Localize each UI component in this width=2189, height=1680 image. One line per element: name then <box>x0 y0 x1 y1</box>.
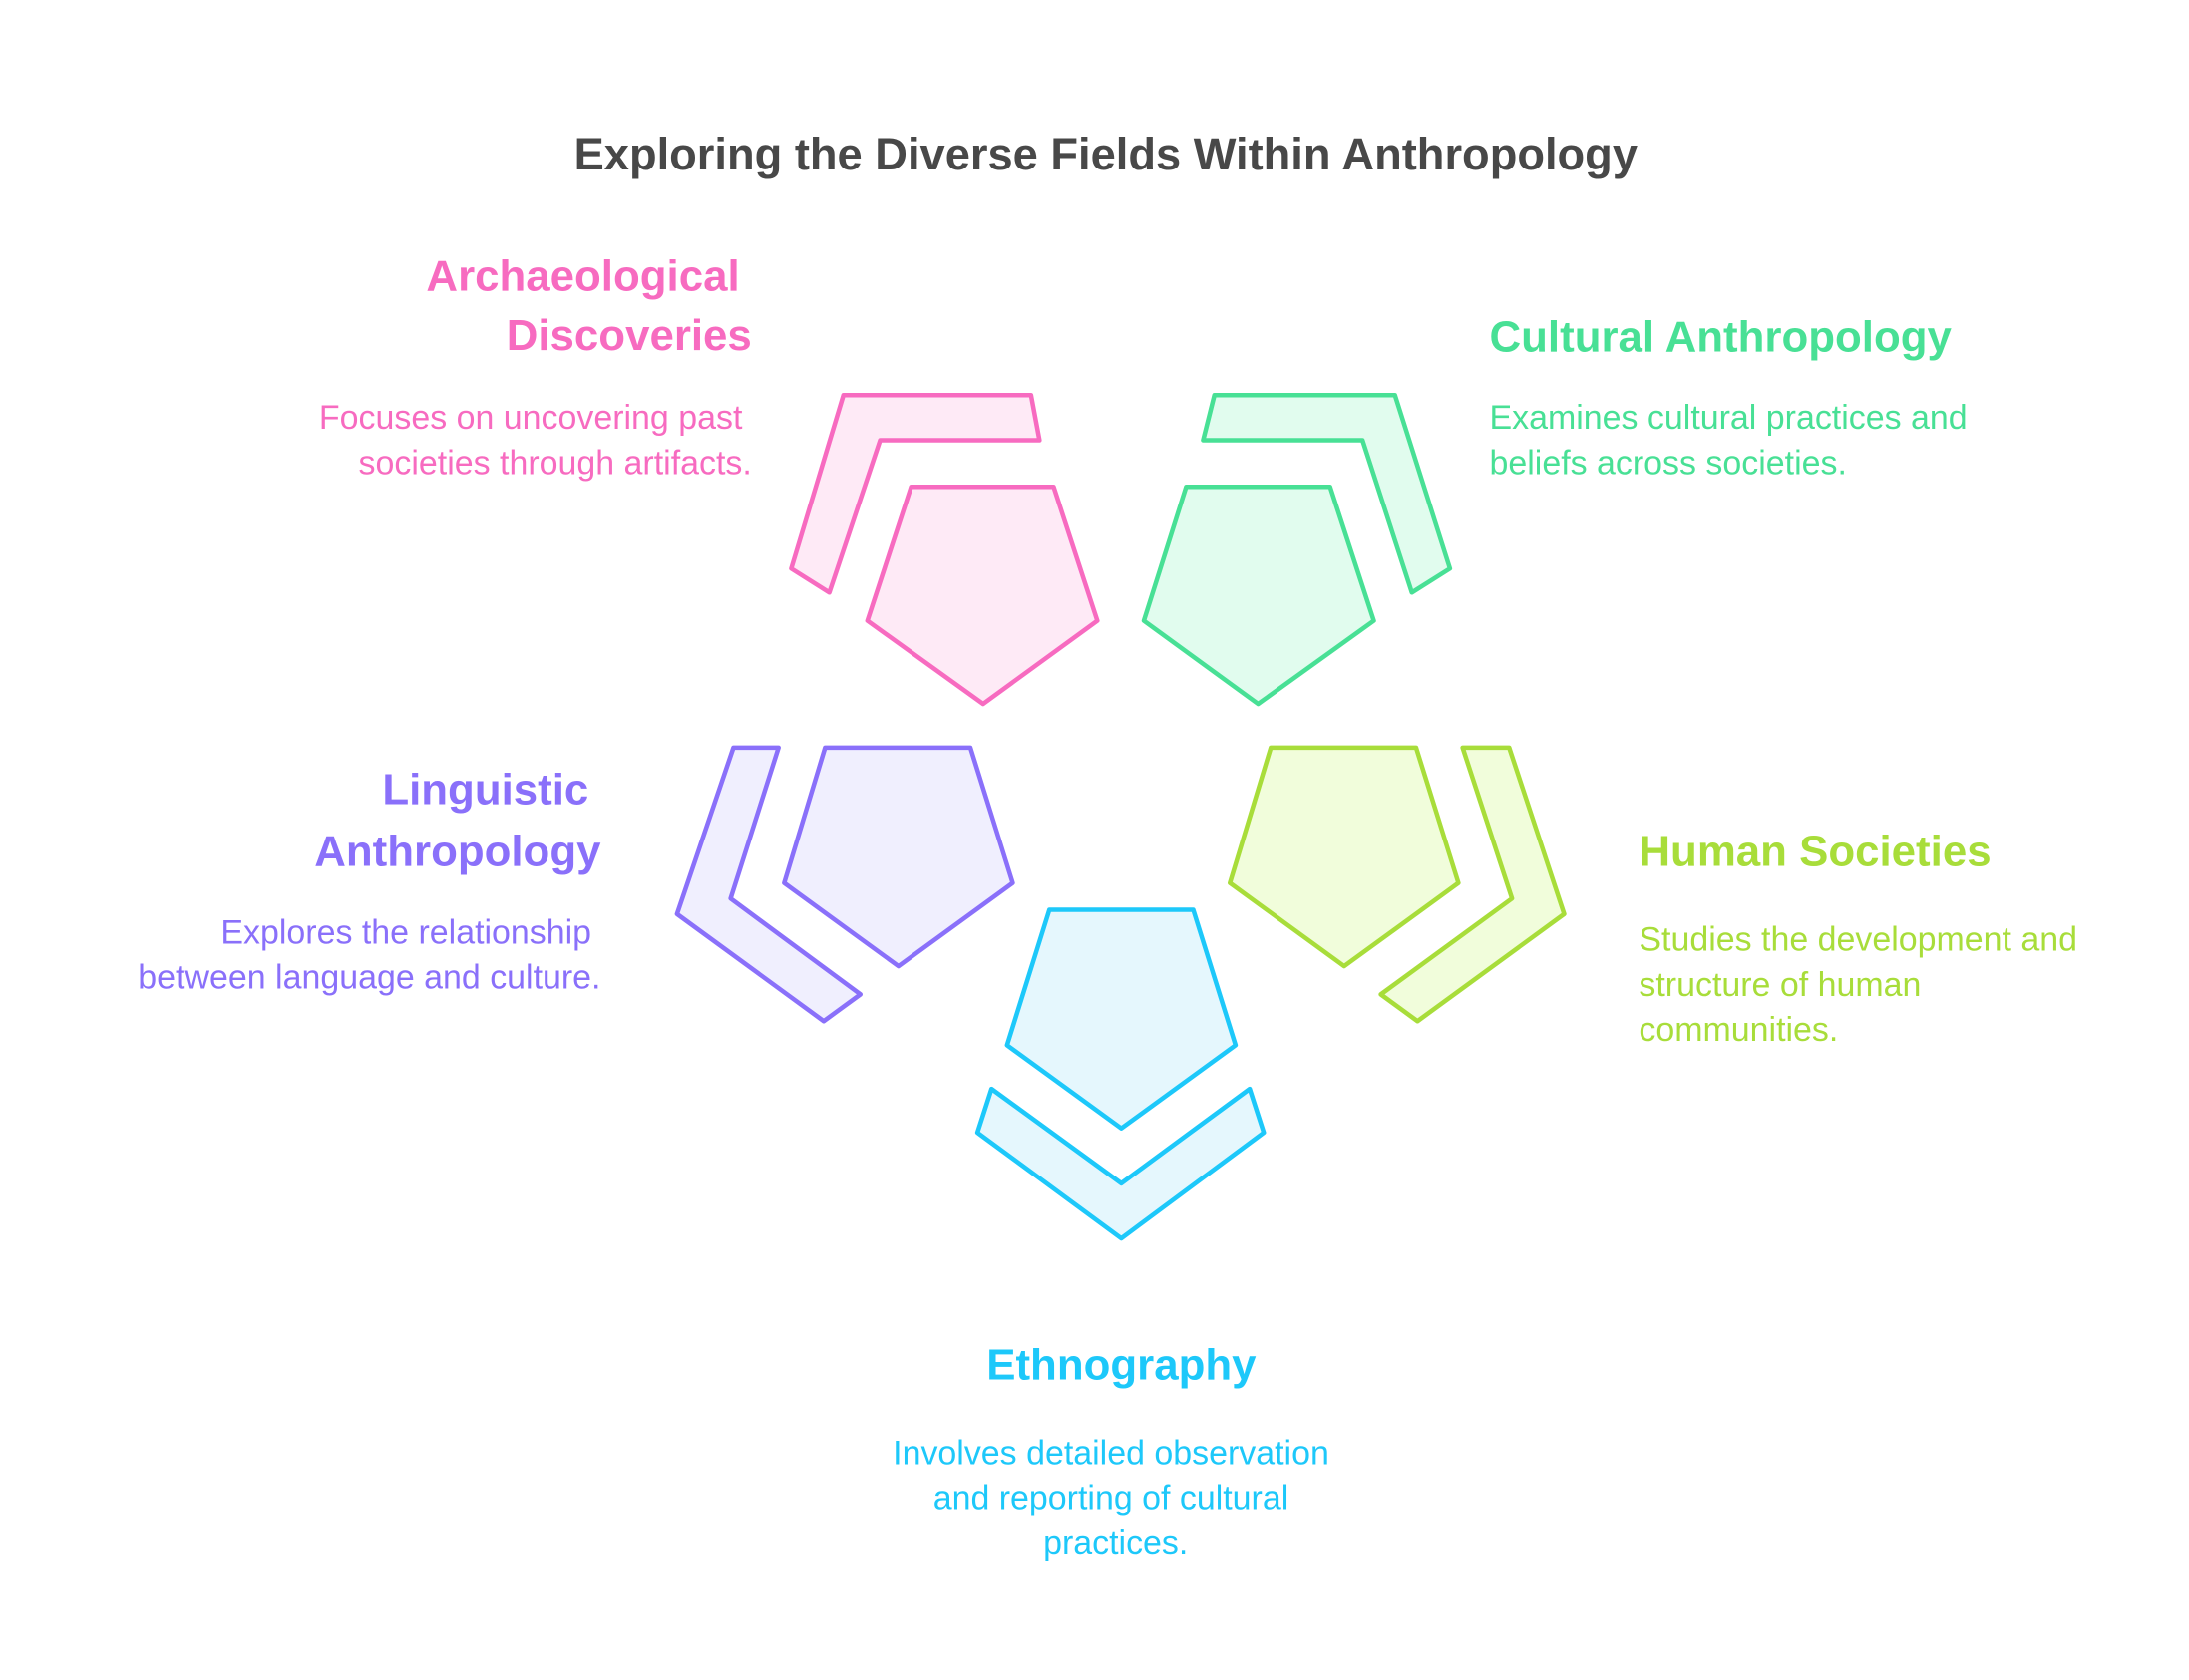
segment-description: Involves detailed observation and report… <box>893 1434 1338 1562</box>
bracket-shape <box>1378 745 1567 1024</box>
bracket-shape <box>1201 393 1453 595</box>
pentagon-shape <box>1228 745 1461 969</box>
pentagon-with-bracket-icon <box>974 907 1267 1241</box>
segment-heading: Cultural Anthropology <box>1490 312 1953 361</box>
segment-heading: Linguistic Anthropology <box>314 765 601 875</box>
segment-linguistic: Linguistic Anthropology Explores the rel… <box>138 745 1015 1024</box>
segment-ethnography: Ethnography Involves detailed observatio… <box>893 907 1338 1562</box>
segment-heading: Human Societies <box>1639 828 1991 876</box>
pentagon-with-bracket-icon <box>1228 745 1567 1024</box>
segment-description: Examines cultural practices and beliefs … <box>1490 399 1978 482</box>
segment-cultural: Cultural Anthropology Examines cultural … <box>1141 312 1978 707</box>
bracket-shape <box>789 393 1042 595</box>
diagram-title: Exploring the Diverse Fields Within Anth… <box>574 129 1638 179</box>
bracket-shape <box>974 1086 1267 1241</box>
segment-heading: Ethnography <box>986 1340 1257 1389</box>
bracket-shape <box>674 745 863 1024</box>
pentagon-shape <box>1004 907 1239 1131</box>
pentagon-with-bracket-icon <box>789 393 1100 707</box>
segment-heading: Archaeological Discoveries <box>426 252 751 360</box>
segment-description: Focuses on uncovering past societies thr… <box>319 399 752 482</box>
pentagon-with-bracket-icon <box>1141 393 1453 707</box>
segment-description: Explores the relationship between langua… <box>138 913 600 996</box>
pentagon-shape <box>782 745 1015 969</box>
segment-description: Studies the development and structure of… <box>1639 921 2086 1050</box>
segment-archaeological: Archaeological Discoveries Focuses on un… <box>319 252 1100 707</box>
pentagon-shape <box>1141 484 1376 707</box>
pentagon-shape <box>865 484 1100 707</box>
segment-human-societies: Human Societies Studies the development … <box>1228 745 2086 1050</box>
pentagon-with-bracket-icon <box>674 745 1015 1024</box>
